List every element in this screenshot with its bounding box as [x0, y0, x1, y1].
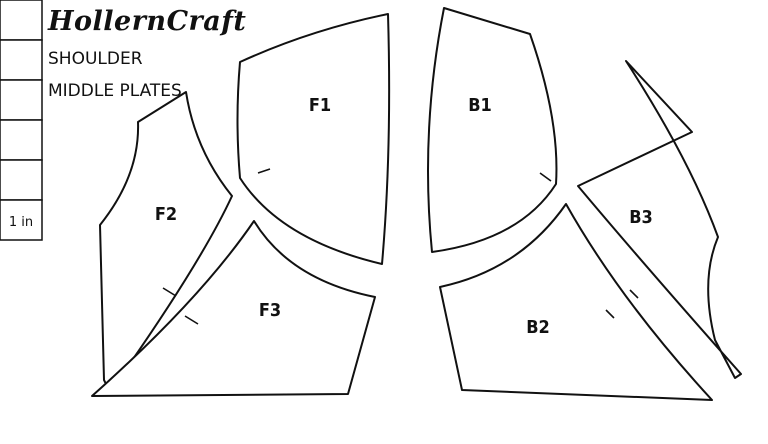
piece-f2: F2	[99, 91, 233, 393]
subtitle-middle-plates: MIDDLE PLATES	[48, 81, 182, 101]
label-f1: F1	[309, 95, 331, 116]
scale-box-5	[0, 159, 43, 201]
label-f2: F2	[155, 204, 177, 225]
scale-box-2	[0, 39, 43, 81]
subtitle-shoulder: SHOULDER	[48, 49, 143, 69]
scale-box-4	[0, 119, 43, 161]
scale-ruler: 1 in	[0, 0, 43, 241]
piece-f1: F1	[236, 13, 391, 265]
piece-b2: B2	[439, 203, 713, 401]
label-b2: B2	[526, 317, 550, 338]
scale-box-1	[0, 0, 43, 41]
label-f3: F3	[259, 300, 281, 321]
brand-logo: HollernCraft	[47, 6, 246, 37]
scale-box-6	[0, 199, 43, 241]
label-b1: B1	[468, 95, 492, 116]
scale-unit-label: 1 in	[9, 215, 33, 230]
piece-b1: B1	[427, 7, 558, 253]
piece-b3: B3	[577, 60, 742, 379]
label-b3: B3	[629, 207, 653, 228]
scale-box-3	[0, 79, 43, 121]
piece-f3: F3	[91, 220, 376, 397]
